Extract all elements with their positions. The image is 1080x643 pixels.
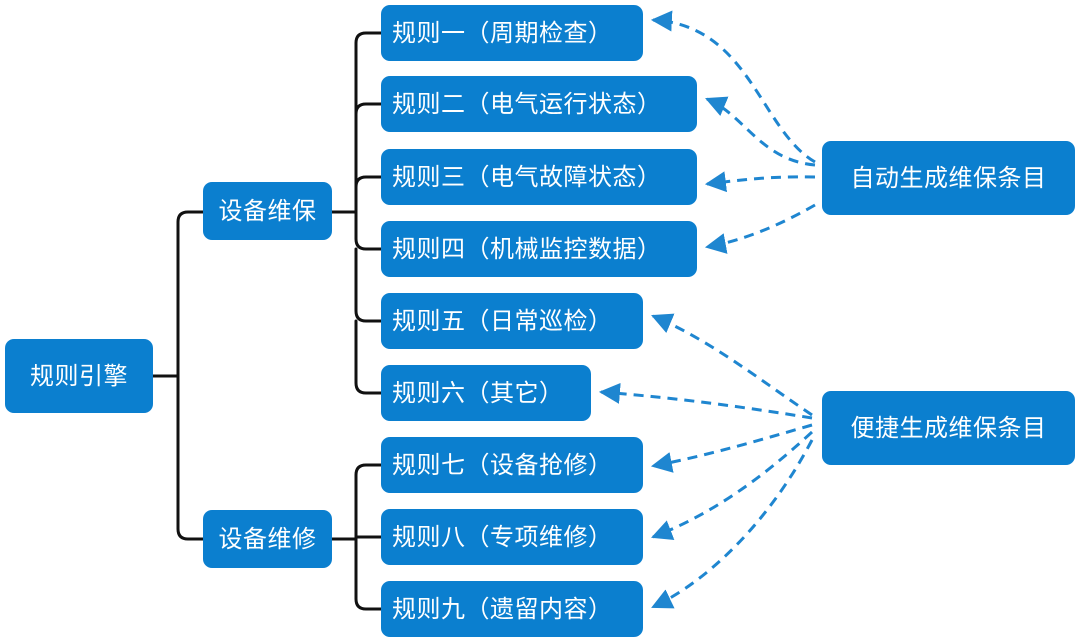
rule-node-6: 规则六（其它） xyxy=(381,365,591,421)
maintenance-to-rule-3-line xyxy=(354,175,383,189)
auto-arrow-rule-2 xyxy=(705,96,816,167)
maintenance-to-rule-1-line xyxy=(354,31,383,214)
rule-label: 规则二（电气运行状态） xyxy=(392,90,662,118)
rule-label: 规则三（电气故障状态） xyxy=(392,163,662,191)
generator-label: 便捷生成维保条目 xyxy=(850,414,1047,442)
rule-node-9: 规则九（遗留内容） xyxy=(381,581,643,637)
root-to-maintenance-line xyxy=(176,210,205,378)
rule-node-7: 规则七（设备抢修） xyxy=(381,437,643,493)
maintenance-to-rule-6-line xyxy=(354,319,383,395)
quick-arrow-rule-9 xyxy=(651,439,814,609)
rule-node-4: 规则四（机械监控数据） xyxy=(381,221,697,277)
quick-generate-node: 便捷生成维保条目 xyxy=(822,391,1075,465)
quick-arrow-rule-7 xyxy=(650,423,813,473)
rule-node-2: 规则二（电气运行状态） xyxy=(381,76,697,132)
rule-label: 规则一（周期检查） xyxy=(392,19,613,47)
quick-arrow-rule-5 xyxy=(651,313,813,417)
rule-label: 规则五（日常巡检） xyxy=(392,307,613,335)
rule-label: 规则八（专项维修） xyxy=(392,523,613,551)
rule-label: 规则九（遗留内容） xyxy=(392,595,613,623)
rule-label: 规则六（其它） xyxy=(392,379,564,407)
repair-to-rule-7-line xyxy=(354,463,383,541)
root-to-repair-line xyxy=(176,374,205,541)
rule-node-1: 规则一（周期检查） xyxy=(381,5,643,61)
root-label: 规则引擎 xyxy=(30,362,128,390)
maintenance-to-rule-4-line xyxy=(354,210,383,251)
rule-node-8: 规则八（专项维修） xyxy=(381,509,643,565)
quick-arrow-rule-6 xyxy=(598,382,813,420)
generator-label: 自动生成维保条目 xyxy=(850,164,1047,192)
auto-arrow-rule-3 xyxy=(704,171,816,193)
maintenance-to-rule-2-line xyxy=(354,102,383,116)
auto-generate-node: 自动生成维保条目 xyxy=(822,141,1075,215)
rule-node-3: 规则三（电气故障状态） xyxy=(381,149,697,205)
auto-arrow-rule-4 xyxy=(704,203,816,254)
repair-to-rule-9-line xyxy=(354,537,383,611)
rule-node-5: 规则五（日常巡检） xyxy=(381,293,643,349)
auto-arrow-rule-1 xyxy=(650,10,816,164)
branch-label: 设备维修 xyxy=(218,525,317,553)
root-node: 规则引擎 xyxy=(5,339,153,413)
rule-label: 规则七（设备抢修） xyxy=(392,451,613,479)
branch-node-repair: 设备维修 xyxy=(203,510,332,568)
branch-label: 设备维保 xyxy=(218,197,317,225)
branch-node-maintenance: 设备维保 xyxy=(203,182,332,240)
rule-label: 规则四（机械监控数据） xyxy=(392,235,662,263)
maintenance-to-rule-5-line xyxy=(354,247,383,323)
quick-arrow-rule-8 xyxy=(651,430,814,540)
